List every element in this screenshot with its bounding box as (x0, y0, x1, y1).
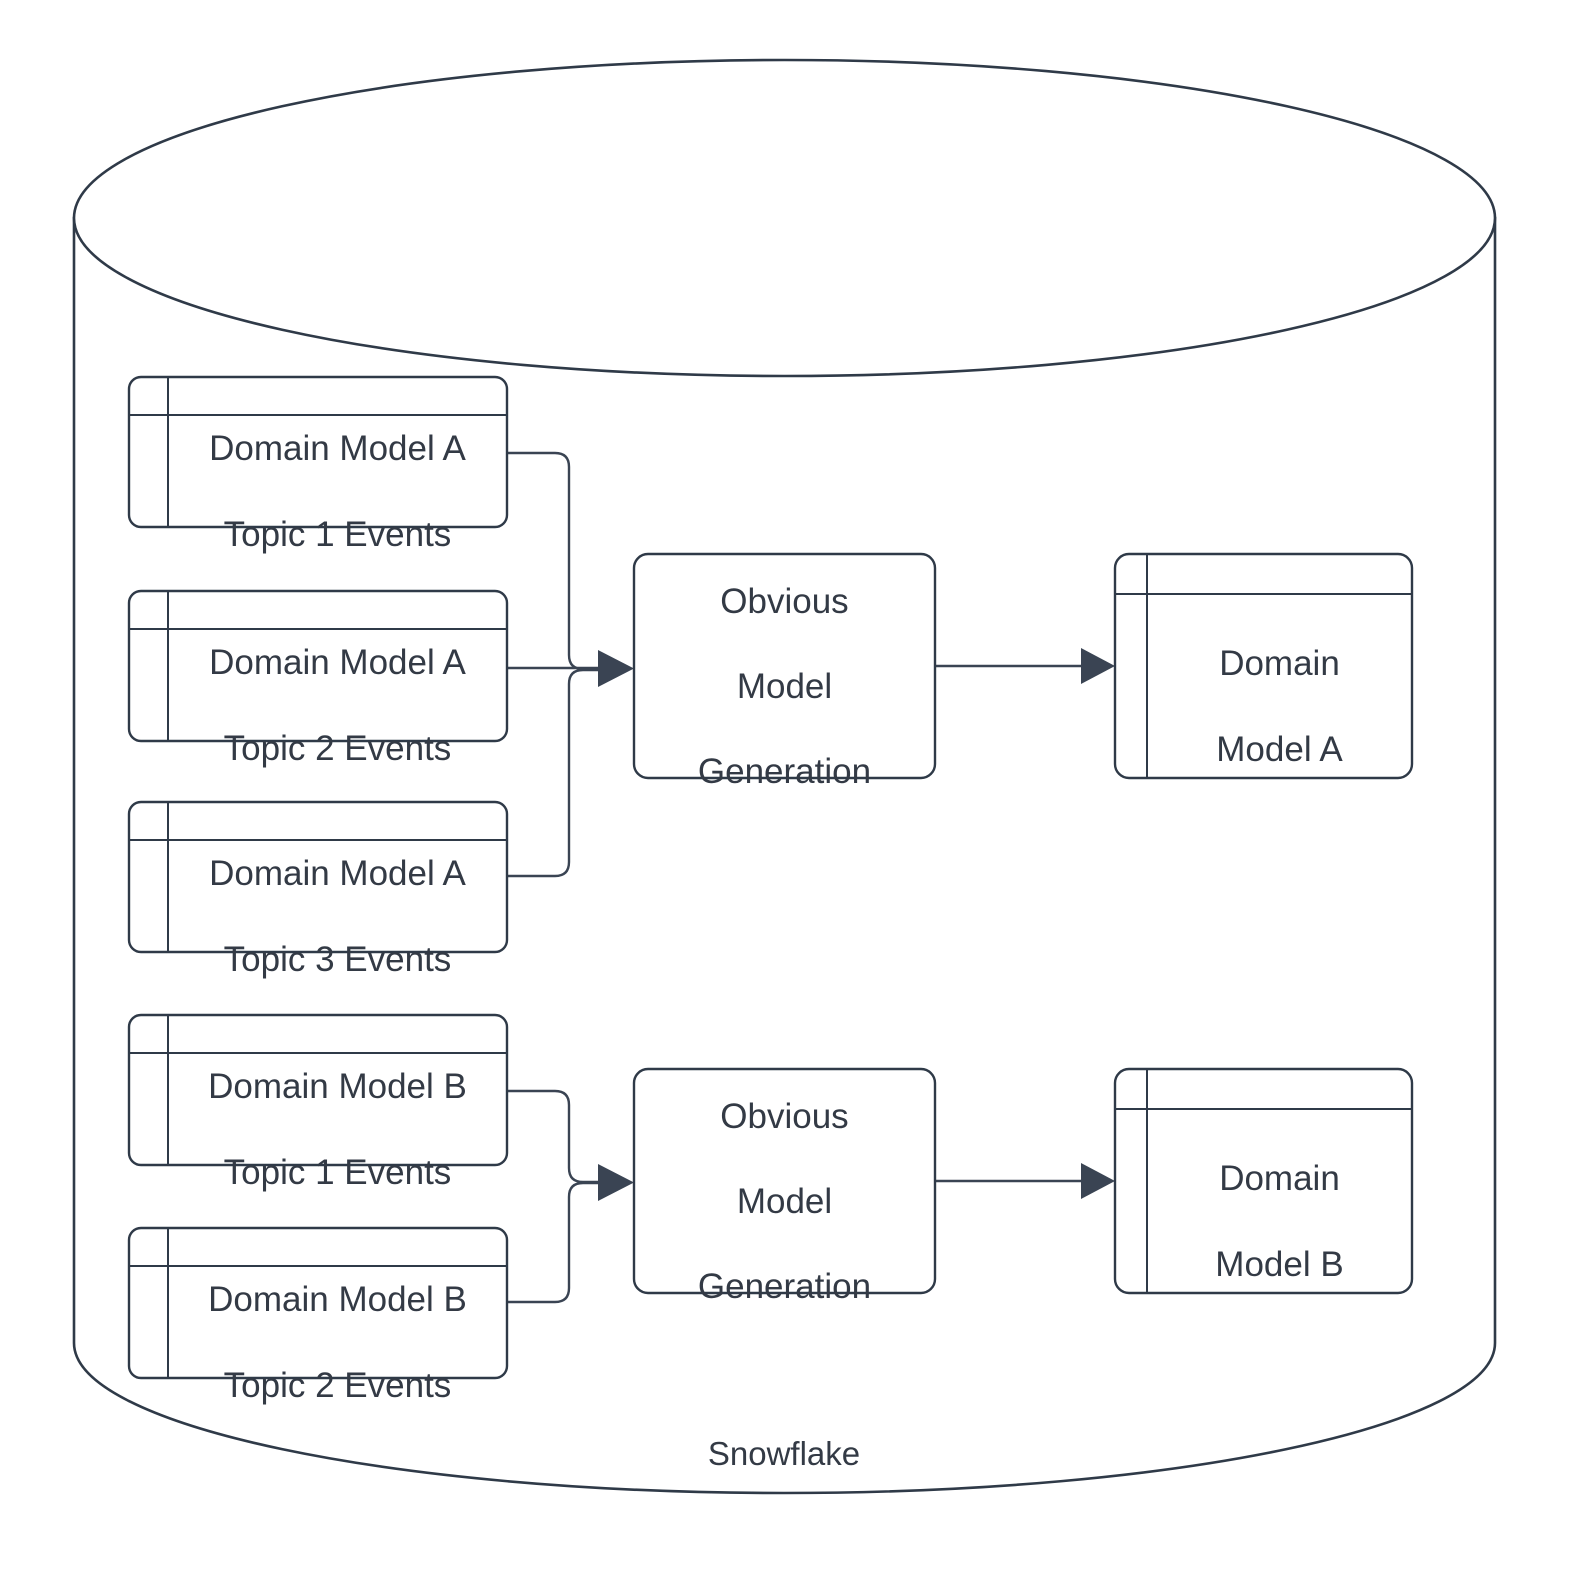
process-shape-a[interactable] (632, 552, 937, 780)
process-shape-b[interactable] (632, 1067, 937, 1295)
connector-group-a (507, 451, 634, 878)
table-shape-a-topic-3[interactable] (127, 800, 509, 954)
table-shape-a-topic-1[interactable] (127, 375, 509, 529)
arrowhead-into-model-a (1081, 648, 1115, 684)
process-outline (632, 1067, 937, 1295)
output-shape-model-a[interactable] (1113, 552, 1414, 780)
table-outline (127, 1013, 509, 1167)
connector-group-b (507, 1089, 634, 1304)
table-outline (127, 589, 509, 743)
arrowhead-into-proc-b (598, 1164, 634, 1201)
table-outline (1113, 1067, 1414, 1295)
table-outline (1113, 552, 1414, 780)
connector-b-topic-1 (507, 1089, 600, 1184)
table-outline (127, 375, 509, 529)
connector-proc-b-to-model-b (935, 1163, 1115, 1199)
cylinder-top-ellipse (72, 58, 1497, 378)
table-shape-b-topic-2[interactable] (127, 1226, 509, 1380)
table-outline (127, 1226, 509, 1380)
connector-proc-a-to-model-a (935, 648, 1115, 684)
arrowhead-into-model-b (1081, 1163, 1115, 1199)
table-outline (127, 800, 509, 954)
output-shape-model-b[interactable] (1113, 1067, 1414, 1295)
process-outline (632, 552, 937, 780)
connector-b-topic-2 (507, 1181, 600, 1304)
table-shape-a-topic-2[interactable] (127, 589, 509, 743)
table-shape-b-topic-1[interactable] (127, 1013, 509, 1167)
connector-a-topic-3 (507, 668, 600, 878)
arrowhead-into-proc-a (598, 650, 634, 687)
